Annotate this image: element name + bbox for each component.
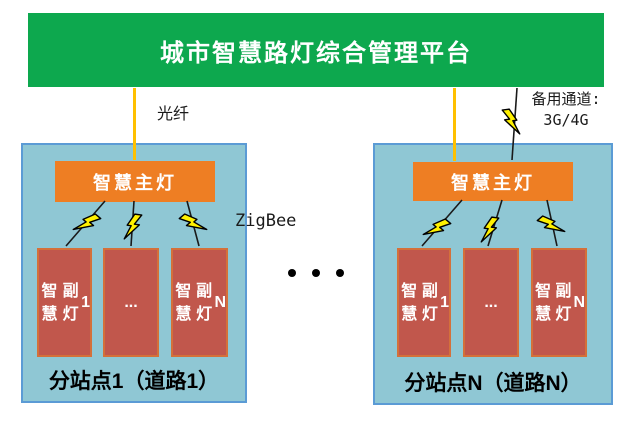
backup-channel-label: 备用通道: 3G/4G bbox=[518, 89, 614, 131]
ellipsis-dot bbox=[312, 269, 320, 277]
backup-channel-label-line1: 备用通道: bbox=[531, 90, 601, 108]
station-1-caption: 分站点1（道路1） bbox=[48, 370, 220, 393]
zigbee-label: ZigBee bbox=[235, 211, 297, 231]
platform-banner: 城市智慧路灯综合管理平台 bbox=[28, 13, 604, 87]
ellipsis-dot bbox=[336, 269, 344, 277]
station-1-sub-light-ellipsis: ... bbox=[103, 248, 159, 357]
station-n-sub-light-ellipsis: ... bbox=[463, 248, 519, 357]
station-n-caption: 分站点N（道路N） bbox=[404, 372, 582, 395]
fiber-label: 光纤 bbox=[157, 104, 190, 123]
ellipsis-dot bbox=[288, 269, 296, 277]
station-n-main-light: 智慧主灯 bbox=[413, 162, 573, 201]
stations-ellipsis bbox=[288, 269, 344, 277]
station-1-main-light: 智慧主灯 bbox=[55, 161, 215, 202]
backup-channel-label-line2: 3G/4G bbox=[543, 111, 589, 129]
